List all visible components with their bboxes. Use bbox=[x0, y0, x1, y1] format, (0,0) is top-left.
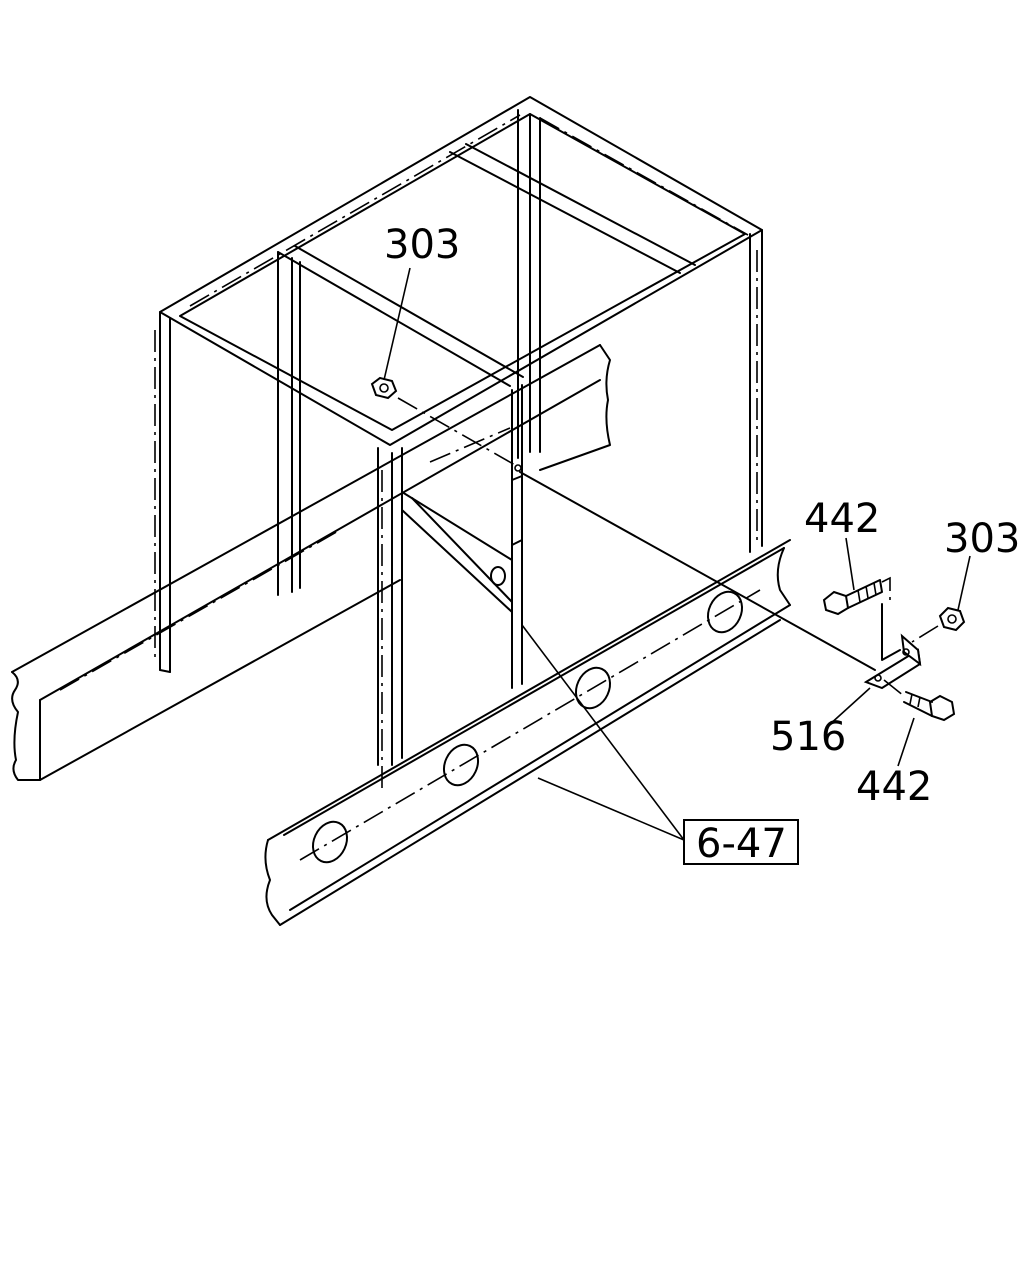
hex-nut-303-top bbox=[370, 376, 398, 400]
label-442-upper: 442 bbox=[804, 496, 880, 542]
alignment-line-bolt-lower bbox=[883, 679, 905, 697]
leader-442-upper bbox=[845, 537, 855, 591]
alignment-line-bracket bbox=[519, 471, 876, 671]
mounting-hole bbox=[514, 464, 522, 472]
label-303-right: 303 bbox=[944, 516, 1020, 562]
rear-frame-rail bbox=[11, 344, 611, 781]
alignment-line-nut-right bbox=[911, 625, 939, 643]
label-442-lower: 442 bbox=[856, 764, 932, 810]
hex-nut-303-right bbox=[938, 606, 966, 632]
leader-6-47-b bbox=[537, 777, 685, 841]
flange-bolt-442-upper bbox=[822, 579, 883, 616]
reference-box bbox=[683, 819, 799, 865]
leader-6-47-a bbox=[521, 624, 685, 841]
alignment-line-bolt-upper bbox=[881, 576, 891, 600]
alignment-line-top-nut bbox=[397, 397, 516, 466]
label-6-47: 6-47 bbox=[696, 821, 787, 867]
label-303-top: 303 bbox=[384, 222, 460, 268]
front-frame-rail bbox=[264, 539, 791, 926]
cage-frame bbox=[154, 96, 763, 790]
leader-516 bbox=[827, 687, 871, 727]
label-516: 516 bbox=[770, 714, 846, 760]
leader-442-lower bbox=[897, 717, 915, 767]
flange-bolt-442-lower bbox=[903, 691, 956, 722]
leader-303-top bbox=[383, 267, 411, 381]
leader-303-right bbox=[957, 555, 971, 611]
bracket-516 bbox=[863, 603, 922, 690]
